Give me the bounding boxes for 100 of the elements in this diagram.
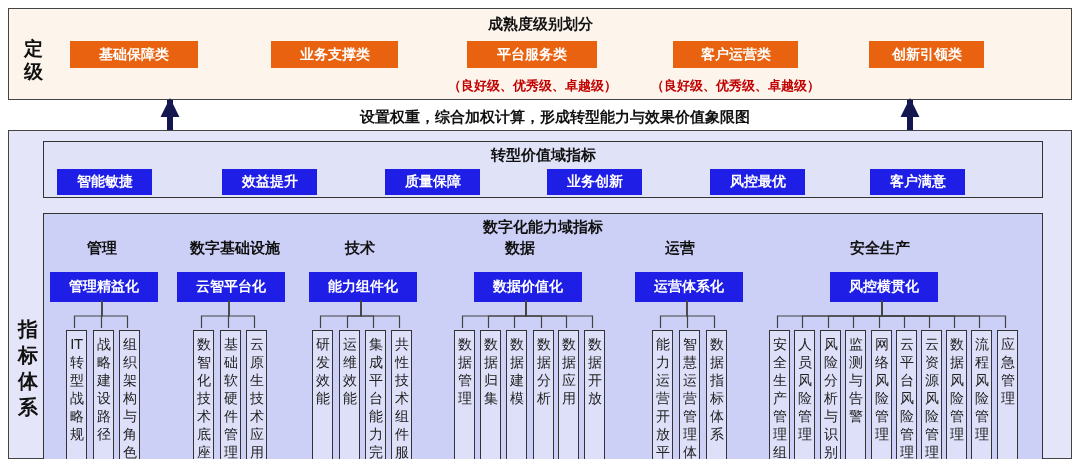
connector-line xyxy=(360,299,401,329)
indicator-box xyxy=(706,330,727,459)
indicator-label: 组织架构与角色 xyxy=(122,335,137,459)
indicator-label: 数据建模 xyxy=(509,335,524,407)
indicator-label: 智慧运营管理体 xyxy=(682,335,697,459)
value-domain-panel xyxy=(43,141,1043,198)
panel-title: 成熟度级别划分 xyxy=(486,15,594,34)
indicator-box xyxy=(820,330,841,459)
indicator-label: 数据指标体系 xyxy=(709,335,724,443)
capability-label: 运营体系化 xyxy=(653,278,725,296)
indicator-label: 研发效能 xyxy=(315,335,330,407)
column-heading: 技术 xyxy=(345,238,375,258)
indicator-box xyxy=(506,330,527,459)
indicator-box xyxy=(794,330,815,459)
capability-label: 云智平台化 xyxy=(195,278,267,296)
column-heading: 数据 xyxy=(505,238,535,258)
indicator-box xyxy=(66,330,87,459)
value-indicator-box xyxy=(57,169,152,195)
indicator-box xyxy=(312,330,333,459)
capability-box xyxy=(830,272,938,302)
indicator-label: 能力运营开放平 xyxy=(655,335,670,459)
indicator-label: 数据风险管理 xyxy=(949,335,964,443)
capability-label: 风控横贯化 xyxy=(848,278,920,296)
indicator-box xyxy=(454,330,475,459)
indicator-box xyxy=(365,330,386,459)
indicator-label: 流程风险管理 xyxy=(974,335,989,443)
indicator-label: 智能敏捷 xyxy=(75,173,134,191)
indicator-box xyxy=(997,330,1018,459)
indicator-label: 云资源风险管理 xyxy=(924,335,939,459)
indicator-box xyxy=(193,330,214,459)
indicator-box xyxy=(896,330,917,459)
column-heading: 安全生产 xyxy=(850,238,910,258)
indicator-box xyxy=(480,330,501,459)
indicator-box xyxy=(558,330,579,459)
indicator-label: 数智化技术底座 xyxy=(196,335,211,459)
indicator-label: 风控最优 xyxy=(728,173,787,191)
indicator-label: 数据分析 xyxy=(536,335,551,407)
capability-box xyxy=(309,272,417,302)
indicator-box xyxy=(246,330,267,459)
indicator-box xyxy=(220,330,241,459)
indicator-label: 共性技术组件服 xyxy=(394,335,409,459)
indicator-label: 效益提升 xyxy=(240,173,299,191)
indicator-label: 数据归集 xyxy=(483,335,498,407)
category-box xyxy=(70,41,198,68)
value-indicator-box xyxy=(222,169,317,195)
category-label: 基础保障类 xyxy=(98,45,170,64)
category-box xyxy=(271,41,398,68)
connector-line xyxy=(686,299,716,329)
indicator-panel xyxy=(8,130,1072,459)
capability-label: 管理精益化 xyxy=(68,278,140,296)
category-box xyxy=(467,41,597,68)
value-indicator-box xyxy=(385,169,480,195)
value-indicator-box xyxy=(870,169,965,195)
caption-text: 设置权重，综合加权计算，形成转型能力与效果价值象限图 xyxy=(360,107,750,127)
capability-domain-panel xyxy=(43,213,1043,459)
indicator-label: IT转型战略规 xyxy=(69,335,84,443)
category-box xyxy=(673,41,798,68)
indicator-label: 数据应用 xyxy=(561,335,576,407)
indicator-box xyxy=(119,330,140,459)
indicator-box xyxy=(391,330,412,459)
category-label: 平台服务类 xyxy=(496,45,568,64)
capability-box xyxy=(50,272,158,302)
indicator-box xyxy=(93,330,114,459)
indicator-label: 风险分析与识别 xyxy=(823,335,838,459)
indicator-box xyxy=(679,330,700,459)
indicator-box xyxy=(871,330,892,459)
indicator-box xyxy=(584,330,605,459)
level-note: （良好级、优秀级、卓越级） xyxy=(446,77,618,95)
connector-line xyxy=(228,299,256,329)
category-box xyxy=(869,41,984,68)
category-label: 客户运营类 xyxy=(699,45,772,64)
indicator-box xyxy=(971,330,992,459)
indicator-label: 监测与告警 xyxy=(848,335,863,425)
indicator-label: 云原生技术应用 xyxy=(249,335,264,459)
indicator-label: 战略建设路径 xyxy=(96,335,111,443)
arrow xyxy=(160,98,180,130)
side-heading: 指标体系 xyxy=(17,316,39,420)
indicator-box xyxy=(769,330,790,459)
panel-title: 数字化能力域指标 xyxy=(482,218,604,237)
indicator-label: 网络风险管理 xyxy=(874,335,889,443)
column-heading: 运营 xyxy=(665,238,695,258)
indicator-label: 业务创新 xyxy=(565,173,624,191)
capability-box xyxy=(177,272,285,302)
indicator-label: 基础软硬件管理 xyxy=(223,335,238,459)
value-indicator-box xyxy=(547,169,642,195)
category-label: 业务支撑类 xyxy=(298,45,371,64)
panel-title: 转型价值域指标 xyxy=(489,146,597,165)
column-heading: 管理 xyxy=(87,238,117,258)
level-note: （良好级、优秀级、卓越级） xyxy=(650,77,821,95)
indicator-label: 云平台风险管理 xyxy=(899,335,914,459)
side-heading: 定级 xyxy=(23,37,43,83)
indicator-label: 客户满意 xyxy=(888,173,947,191)
indicator-label: 运维效能 xyxy=(342,335,357,407)
capability-label: 数据价值化 xyxy=(492,278,564,296)
capability-box xyxy=(635,272,743,302)
value-indicator-box xyxy=(710,169,805,195)
indicator-label: 质量保障 xyxy=(403,173,462,191)
column-heading: 数字基础设施 xyxy=(190,238,280,258)
rating-panel xyxy=(8,8,1072,100)
category-label: 创新引领类 xyxy=(890,45,963,64)
